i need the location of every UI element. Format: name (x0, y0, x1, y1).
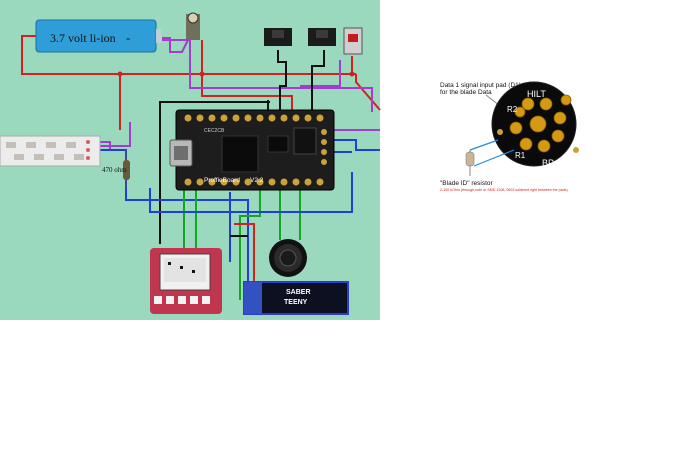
charge-port (186, 12, 200, 40)
oled-text-line2: TEENY (284, 299, 308, 306)
data-pad-note-line2: for the blade Data (440, 89, 492, 96)
battery: 3.7 volt li-ion - (35, 19, 162, 53)
data-pad-note-line1: Data 1 signal input pad (D1) (440, 82, 521, 89)
blade-id-resistor-title: "Blade ID" resistor (440, 180, 493, 187)
resistor-470: 470 ohm (102, 150, 130, 190)
blade-id-resistor (465, 139, 515, 176)
pad-label-bp: BP (542, 158, 554, 168)
battery-label: 3.7 volt li-ion (50, 31, 116, 45)
board-chip-label: CEC2CB (204, 128, 225, 134)
oled-text-line1: SABER (286, 289, 311, 296)
resistor-470-label: 470 ohm (102, 166, 127, 174)
led-strip (0, 135, 101, 167)
board-version: V2.2 (250, 177, 264, 184)
blade-id-resistor-note: 2-100 kOhm (through-hole or SMD 1206, 06… (440, 188, 568, 192)
speaker (269, 239, 307, 277)
board-name: ProffieBoard (204, 177, 240, 184)
tactile-switch-2 (308, 28, 336, 46)
blade-connector-inset: Data 1 signal input pad (D1) for the bla… (440, 81, 579, 192)
pad-label-r1: R1 (515, 151, 526, 160)
oled-display: SABER TEENY (243, 281, 349, 315)
slide-switch (343, 27, 363, 55)
battery-negative-wire (158, 37, 189, 53)
bluetooth-module (150, 248, 222, 314)
battery-minus-label: - (126, 30, 130, 45)
pad-label-hilt: HILT (527, 89, 546, 99)
proffieboard: CEC2CB ProffieBoard V2.2 (169, 109, 335, 191)
battery-positive-wire (21, 35, 120, 75)
tactile-switch-1 (264, 28, 292, 46)
pad-center (529, 115, 547, 133)
pad-label-r2: R2 (507, 105, 518, 114)
